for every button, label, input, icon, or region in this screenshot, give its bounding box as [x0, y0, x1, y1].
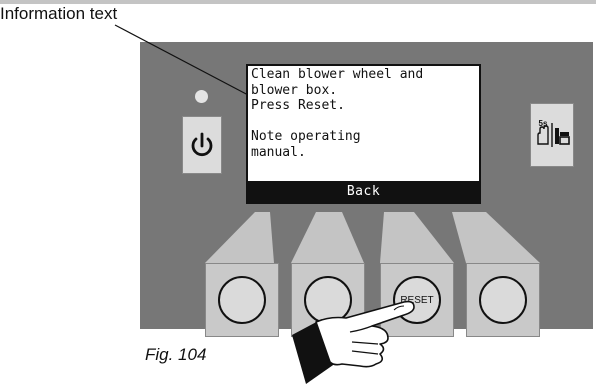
- figure-caption: Fig. 104: [145, 345, 206, 365]
